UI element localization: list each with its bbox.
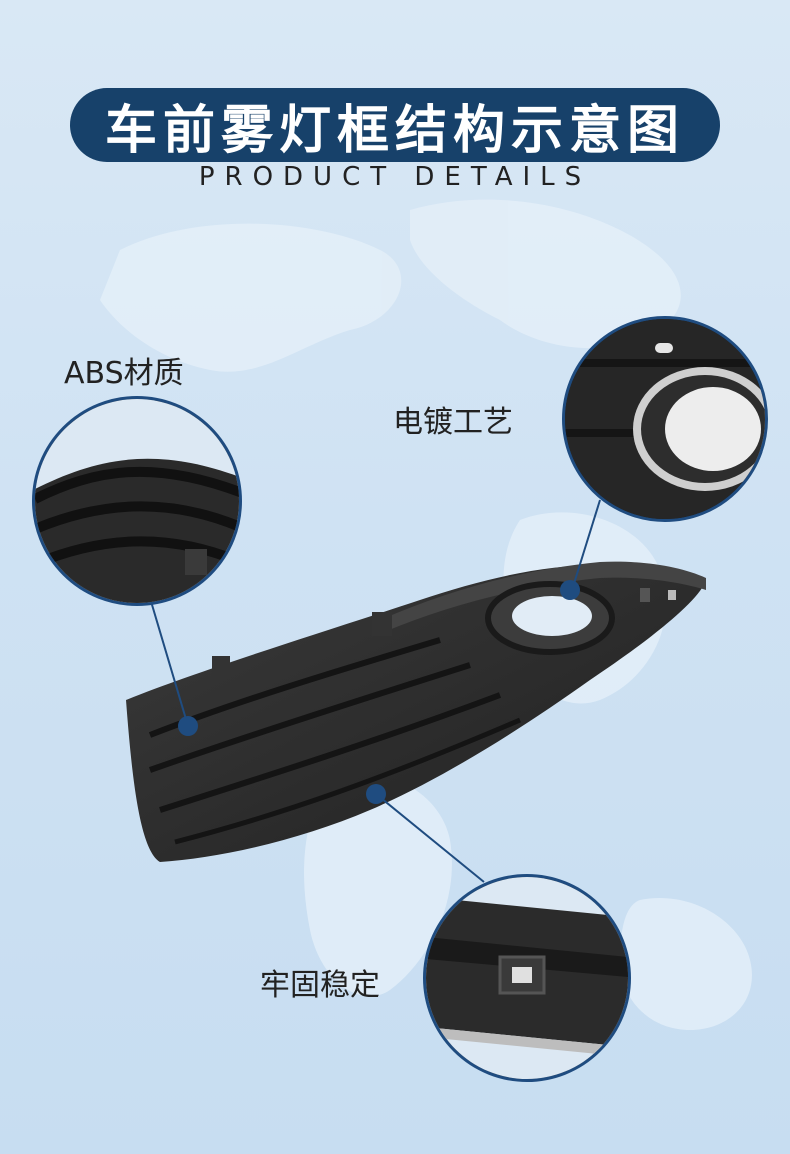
page-title: 车前雾灯框结构示意图 — [104, 100, 685, 161]
callout-dot-abs — [178, 716, 198, 736]
title-banner: 车前雾灯框结构示意图 — [70, 88, 720, 162]
callout-dot-firm — [366, 784, 386, 804]
zoom-detail-abs — [32, 396, 242, 606]
feature-label-firm: 牢固稳定 — [260, 968, 380, 1003]
zoom-detail-plating — [562, 316, 768, 522]
callout-dot-plating — [560, 580, 580, 600]
zoom-detail-firm — [423, 874, 631, 1082]
page-subtitle: PRODUCT DETAILS — [198, 162, 592, 192]
feature-label-plating: 电镀工艺 — [393, 405, 513, 440]
feature-label-abs: ABS材质 — [64, 356, 184, 391]
